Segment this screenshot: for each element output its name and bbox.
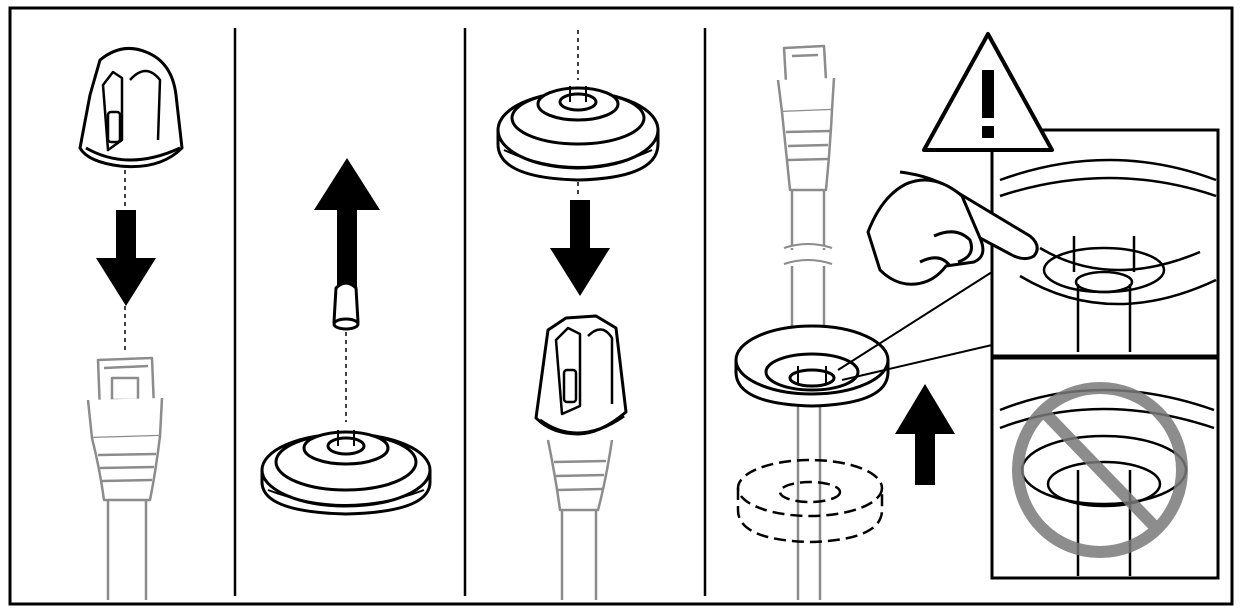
panel-step-3 xyxy=(496,30,660,600)
arrow-up-icon xyxy=(314,158,380,290)
grommet-icon xyxy=(496,86,660,182)
rj45-plug-icon xyxy=(86,356,164,600)
warning-icon xyxy=(922,32,1054,152)
prohibited-icon xyxy=(1012,382,1188,558)
detail-prohibited-icon xyxy=(990,356,1220,580)
grommet-icon xyxy=(260,430,432,516)
plug-with-clip-icon xyxy=(534,314,628,600)
grommet-icon xyxy=(734,324,890,408)
arrow-down-icon xyxy=(550,200,610,296)
cable-plug-icon xyxy=(776,44,836,600)
panel-step-2 xyxy=(260,158,432,516)
grommet-ghost-icon xyxy=(736,458,884,544)
insert-pin-icon xyxy=(332,281,360,331)
arrow-up-icon xyxy=(895,384,955,485)
panel-step-4 xyxy=(734,32,1220,600)
panel-step-1 xyxy=(78,46,184,600)
clip-icon xyxy=(78,46,184,169)
arrow-down-icon xyxy=(96,210,156,306)
pointing-hand-icon xyxy=(866,170,1039,286)
